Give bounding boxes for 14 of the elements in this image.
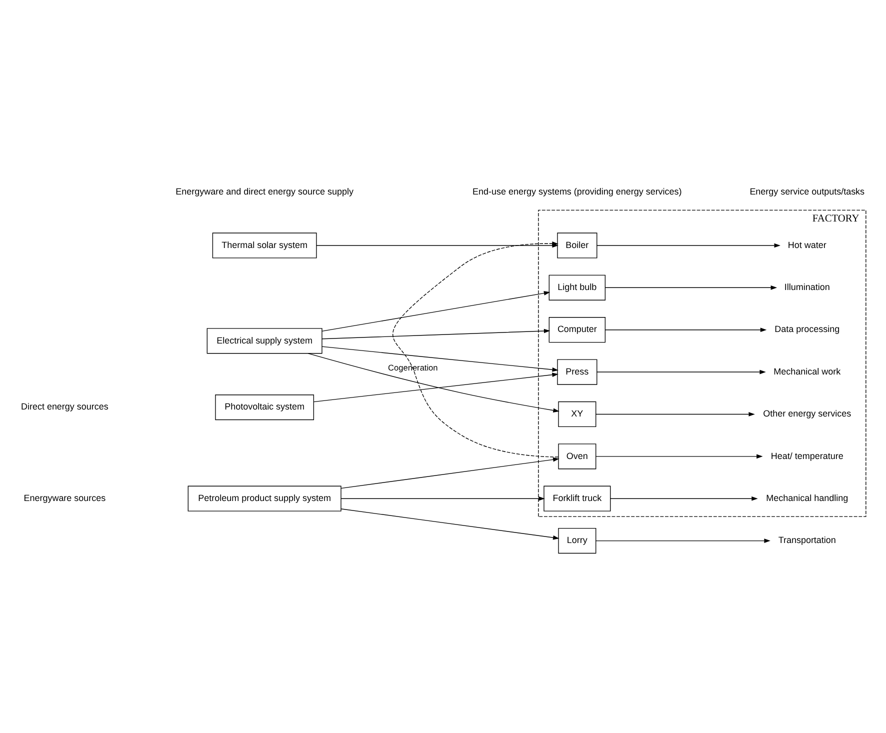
label: Direct energy sources: [20, 402, 108, 412]
node-text: Mechanical work: [774, 366, 841, 376]
label: Energyware and direct energy source supply: [176, 186, 354, 197]
label: Energyware sources: [24, 492, 106, 503]
label: End-use energy systems (providing energy services): [472, 186, 682, 197]
node-text: Hot water: [788, 240, 826, 250]
node-text: Illumination: [784, 282, 830, 292]
edge-label: Cogeneration: [388, 362, 438, 373]
node-text: Mechanical handling: [766, 492, 848, 503]
node-text: Data processing: [774, 324, 840, 334]
node-text: Heat/ temperature: [770, 450, 844, 461]
label: Energy service outputs/tasks: [750, 186, 865, 197]
node-text: Transportation: [778, 535, 836, 546]
node-text: Other energy services: [763, 408, 852, 419]
